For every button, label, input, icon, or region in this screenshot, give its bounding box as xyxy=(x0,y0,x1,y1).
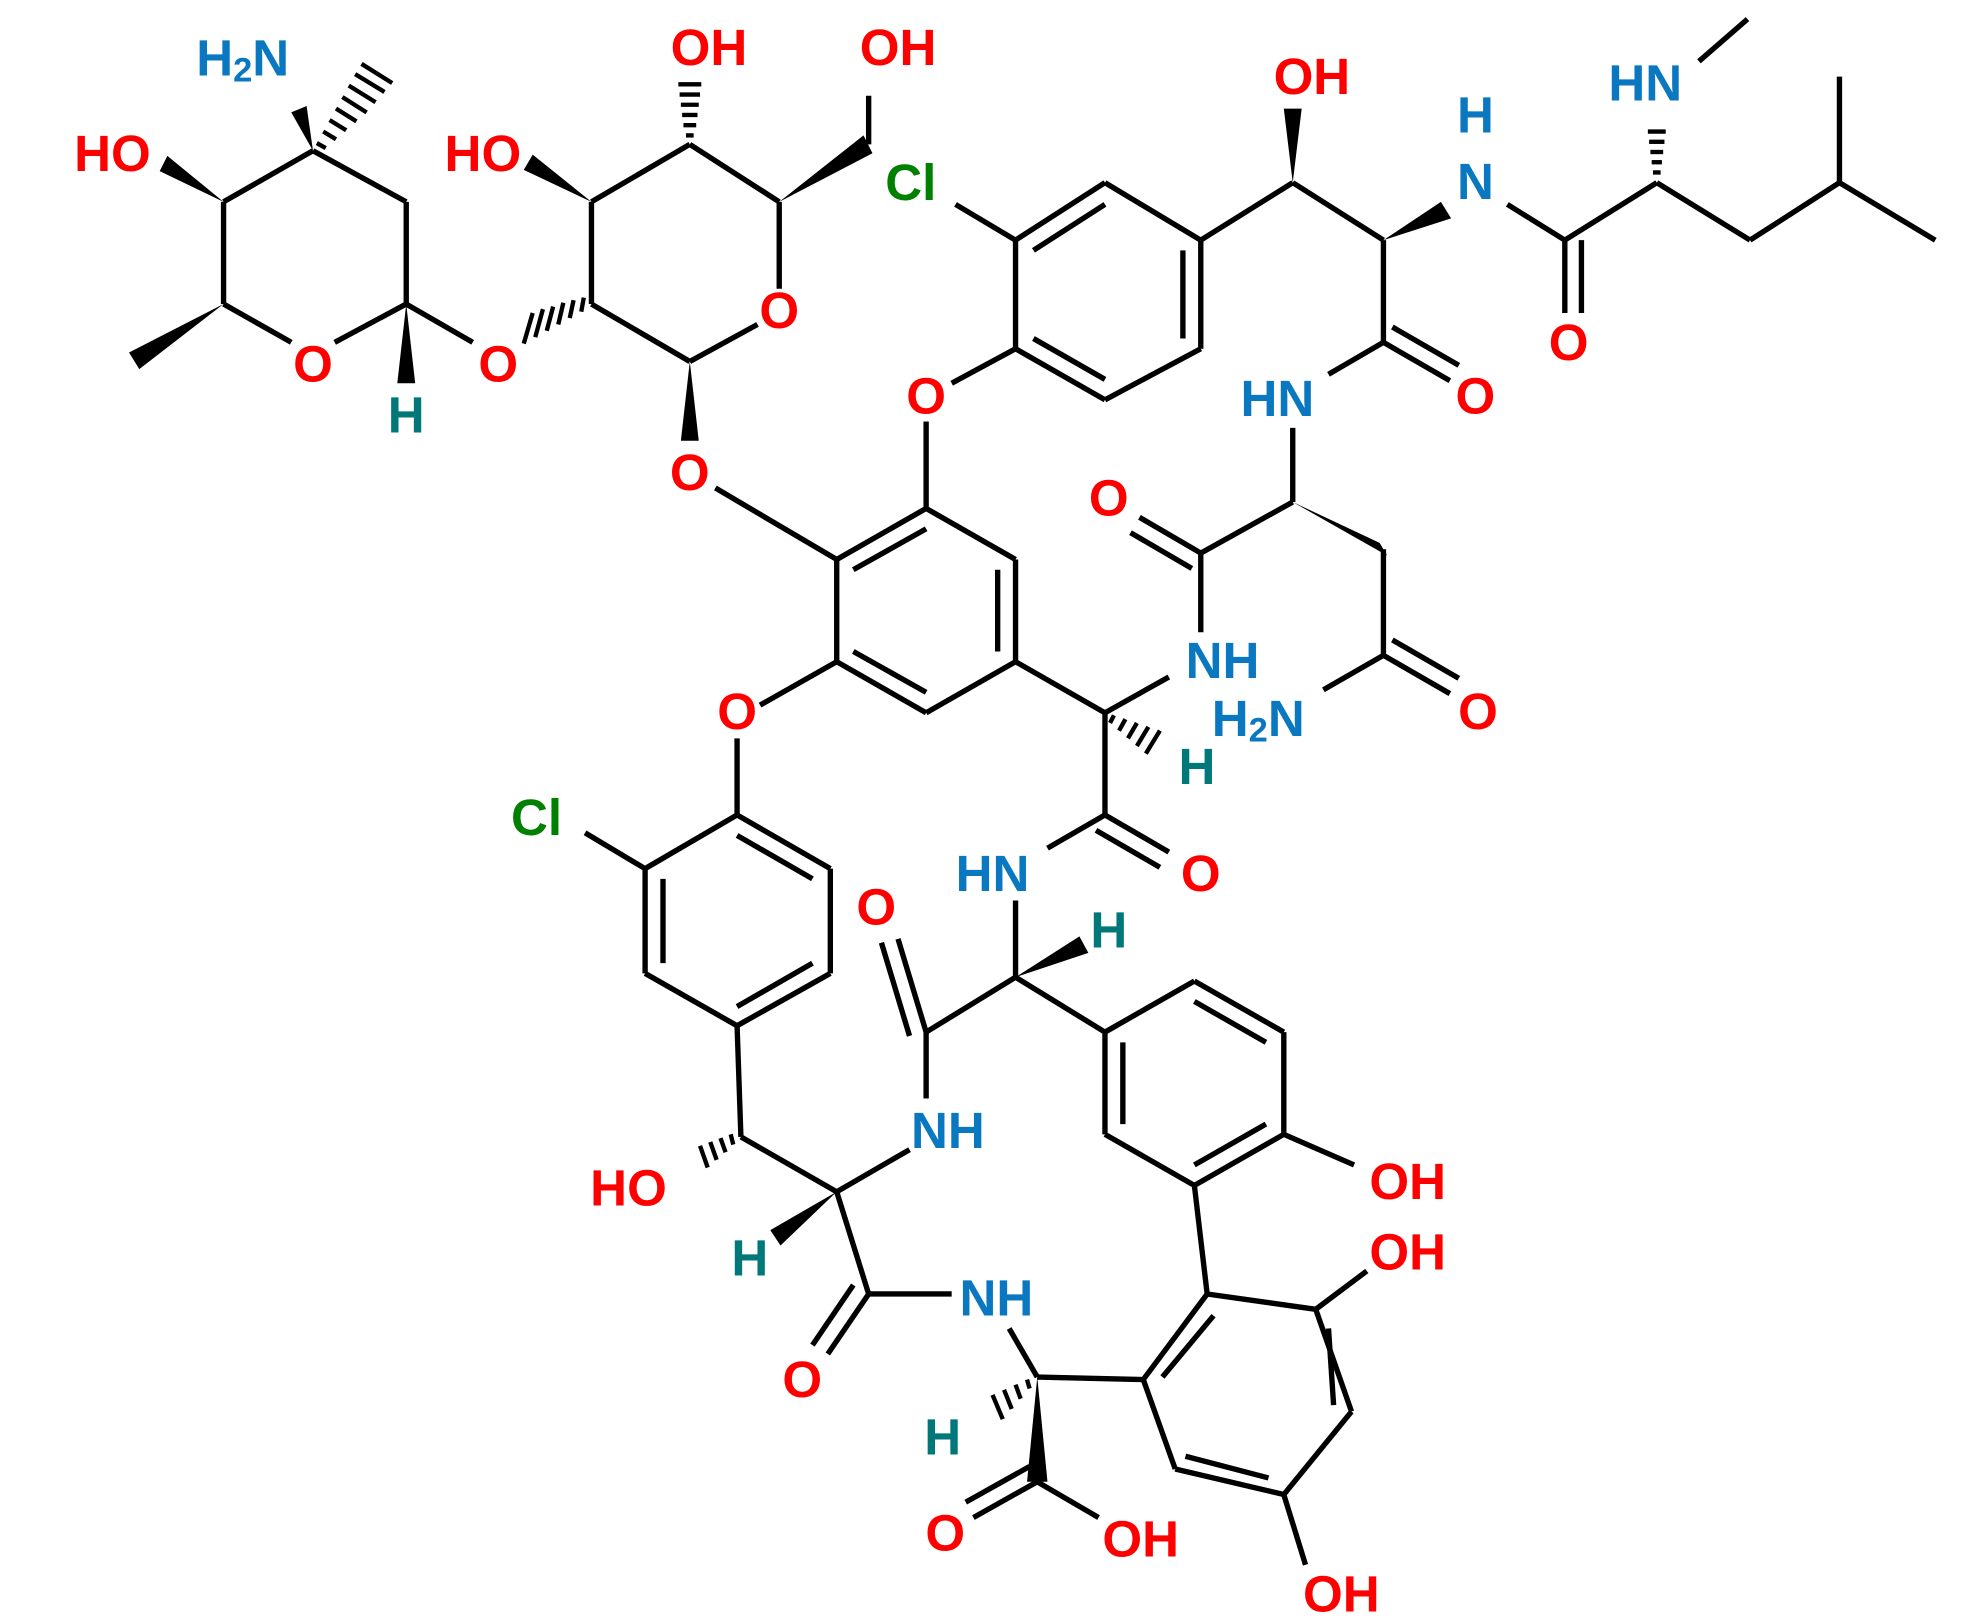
carbonyl-oxygen-label: O xyxy=(782,1351,822,1408)
carbonyl-oxygen-label: O xyxy=(1089,470,1129,527)
amide-nitrogen-label: HN xyxy=(1241,370,1315,427)
hydroxyl-label: OH xyxy=(671,19,748,76)
hash-bond xyxy=(1108,714,1162,755)
amide-nitrogen-label: NH xyxy=(911,1102,985,1159)
glycosidic-oxygen-label: O xyxy=(478,336,518,393)
carbonyl-oxygen-label: O xyxy=(856,878,896,935)
ether-oxygen-label: O xyxy=(717,683,757,740)
hash-bond xyxy=(678,82,702,138)
hydroxyl-label: HO xyxy=(445,125,522,182)
hydrogen-label: H xyxy=(1090,901,1127,958)
chlorine-label: Cl xyxy=(885,154,936,211)
carboxyl-oxygen-label: O xyxy=(925,1504,965,1561)
hash-bond xyxy=(697,1133,736,1169)
hash-bond xyxy=(990,1378,1032,1421)
hydroxyl-label: HO xyxy=(590,1159,667,1216)
carbonyl-oxygen-label: O xyxy=(1458,683,1498,740)
amide-nitrogen-label: N xyxy=(1457,153,1494,210)
hydroxyl-label: OH xyxy=(860,19,937,76)
carbonyl-oxygen-label: O xyxy=(1456,367,1496,424)
amide-hydrogen-label: H xyxy=(1457,86,1494,143)
methylamine-label: HN xyxy=(1608,55,1682,112)
carbonyl-oxygen-label: O xyxy=(1549,314,1589,371)
ring-oxygen-label: O xyxy=(293,336,333,393)
hash-bond xyxy=(521,297,586,345)
hash-bond xyxy=(315,62,394,151)
hydroxyl-label: OH xyxy=(1274,48,1351,105)
hash-bond xyxy=(1647,129,1666,175)
ring-oxygen-label: O xyxy=(759,282,799,339)
ether-oxygen-label: O xyxy=(906,367,946,424)
phenol-hydroxyl-label: OH xyxy=(1369,1223,1446,1280)
ether-oxygen-label: O xyxy=(670,444,710,501)
amide-amine-label: H2N xyxy=(1212,689,1305,749)
bonds xyxy=(129,17,1937,1566)
hydrogen-label: H xyxy=(1178,738,1215,795)
carbonyl-oxygen-label: O xyxy=(1181,845,1221,902)
hydrogen-label: H xyxy=(924,1409,961,1466)
carboxyl-hydroxyl-label: OH xyxy=(1102,1511,1179,1568)
amide-nitrogen-label: NH xyxy=(1186,632,1260,689)
phenol-hydroxyl-label: OH xyxy=(1369,1153,1446,1210)
hydrogen-label: H xyxy=(731,1230,768,1287)
amine-label: H2N xyxy=(196,29,289,89)
chlorine-label: Cl xyxy=(511,789,562,846)
hydroxyl-label: HO xyxy=(74,125,151,182)
amide-nitrogen-label: HN xyxy=(956,845,1030,902)
phenol-hydroxyl-label: OH xyxy=(1303,1566,1380,1621)
hydrogen-label: H xyxy=(388,387,425,444)
amide-nitrogen-label: NH xyxy=(959,1269,1033,1326)
atom-labels: H2N HO O H O HO OH OH O O O O Cl Cl OH H… xyxy=(74,19,1682,1621)
